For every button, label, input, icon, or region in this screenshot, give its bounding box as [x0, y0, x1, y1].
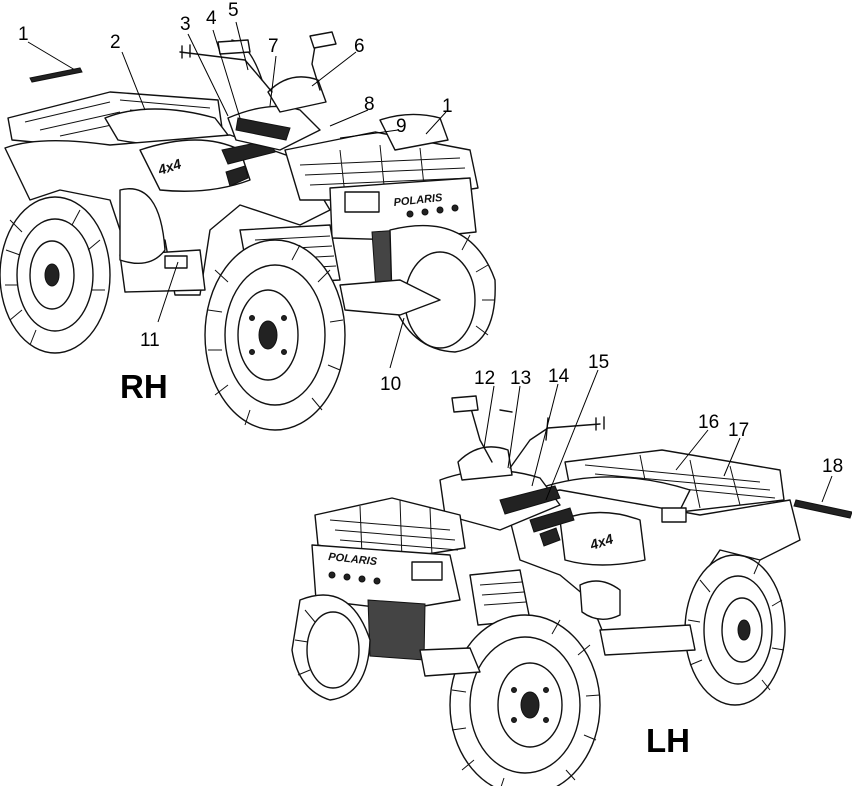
callout-16: 16: [698, 412, 719, 433]
callout-15: 15: [588, 352, 609, 373]
callout-17: 17: [728, 420, 749, 441]
callout-1-rh-front: 1: [442, 96, 453, 117]
callout-13: 13: [510, 368, 531, 389]
callout-4: 4: [206, 8, 217, 29]
view-label-rh: RH: [120, 368, 168, 405]
callout-6: 6: [354, 36, 365, 57]
callout-3: 3: [180, 14, 191, 35]
svg-text:POLARIS: POLARIS: [328, 551, 379, 568]
view-label-lh: LH: [646, 722, 690, 759]
callout-5: 5: [228, 0, 239, 21]
svg-text:4x4: 4x4: [155, 155, 183, 178]
callout-numbers: 1 2 3 4 5 6 7 8 9 1 11 10 12 13 14 15 16…: [18, 0, 843, 477]
callout-12: 12: [474, 368, 495, 389]
callout-9: 9: [396, 116, 407, 137]
svg-text:POLARIS: POLARIS: [393, 192, 444, 209]
callout-2: 2: [110, 32, 121, 53]
atv-rh-illustration: 4x4 POLARIS: [0, 31, 496, 431]
callout-11: 11: [140, 330, 160, 351]
callout-7: 7: [268, 36, 279, 57]
callout-8: 8: [364, 94, 375, 115]
svg-text:4x4: 4x4: [587, 530, 615, 553]
callout-10: 10: [380, 374, 401, 395]
lh-leader-lines: [483, 369, 852, 519]
callout-1-rh-rear: 1: [18, 24, 29, 45]
rh-leader-lines: [27, 21, 447, 369]
callout-18: 18: [822, 456, 843, 477]
atv-lh-illustration: 4x4 POLARIS: [291, 395, 801, 786]
callout-14: 14: [548, 366, 570, 387]
